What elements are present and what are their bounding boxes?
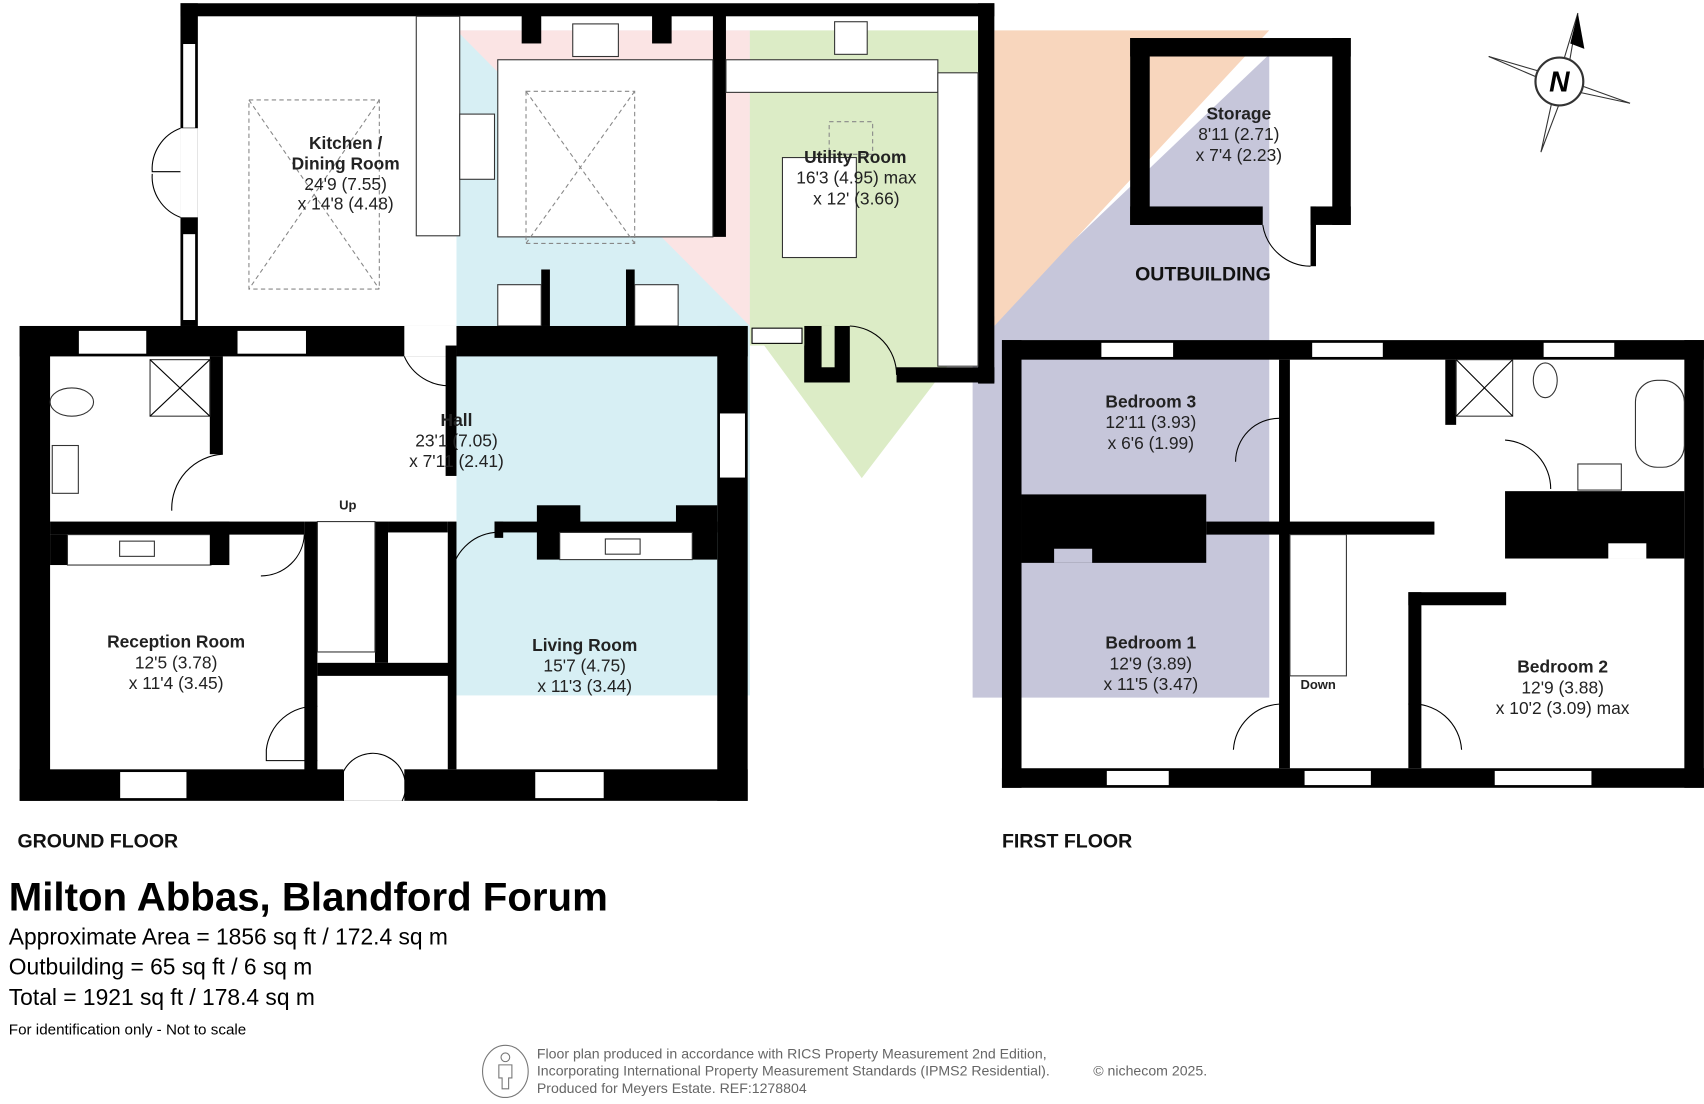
living-name: Living Room bbox=[532, 635, 637, 655]
reception-dim-2: x 11'4 (3.45) bbox=[129, 673, 224, 693]
disclaimer: For identification only - Not to scale bbox=[9, 1021, 246, 1038]
footer-line-1: Floor plan produced in accordance with R… bbox=[537, 1045, 1047, 1061]
storage-name: Storage bbox=[1206, 104, 1271, 124]
compass-north-label: N bbox=[1549, 65, 1570, 97]
kitchen-dim: 24'9 (7.55) bbox=[304, 174, 387, 194]
copyright: © nichecom 2025. bbox=[1093, 1063, 1207, 1079]
outbuilding-walls bbox=[1130, 38, 1351, 267]
living-dim-2: x 11'3 (3.44) bbox=[537, 676, 632, 696]
first-floor-label: FIRST FLOOR bbox=[1002, 831, 1132, 853]
approx-area: Approximate Area = 1856 sq ft / 172.4 sq… bbox=[9, 923, 448, 949]
bedroom2-dim-2: x 10'2 (3.09) max bbox=[1496, 698, 1630, 718]
kitchen-name-2: Dining Room bbox=[292, 154, 400, 174]
utility-dim-2: x 12' (3.66) bbox=[813, 188, 899, 208]
footer-line-2: Incorporating International Property Mea… bbox=[537, 1063, 1050, 1079]
living-dim: 15'7 (4.75) bbox=[543, 656, 626, 676]
hall-name: Hall bbox=[441, 410, 473, 430]
ground-floor-label: GROUND FLOOR bbox=[17, 831, 178, 853]
bedroom1-dim-2: x 11'5 (3.47) bbox=[1103, 674, 1198, 694]
bedroom3-dim-2: x 6'6 (1.99) bbox=[1108, 433, 1194, 453]
outbuilding-area: Outbuilding = 65 sq ft / 6 sq m bbox=[9, 954, 313, 980]
compass-icon: N bbox=[1488, 12, 1631, 153]
bedroom3-name: Bedroom 3 bbox=[1105, 391, 1196, 411]
utility-dim: 16'3 (4.95) max bbox=[796, 168, 916, 188]
property-title: Milton Abbas, Blandford Forum bbox=[9, 875, 608, 920]
bedroom2-dim: 12'9 (3.88) bbox=[1521, 677, 1604, 697]
storage-dim: 8'11 (2.71) bbox=[1198, 124, 1279, 144]
kitchen-dim-2: x 14'8 (4.48) bbox=[298, 194, 394, 214]
storage-dim-2: x 7'4 (2.23) bbox=[1196, 145, 1282, 165]
footer-line-3: Produced for Meyers Estate. REF:1278804 bbox=[537, 1080, 807, 1096]
reception-name: Reception Room bbox=[107, 632, 245, 652]
hall-dim: 23'1 (7.05) bbox=[415, 431, 498, 451]
total-area: Total = 1921 sq ft / 178.4 sq m bbox=[9, 984, 315, 1010]
bedroom1-name: Bedroom 1 bbox=[1105, 633, 1196, 653]
stairs-down-label: Down bbox=[1300, 677, 1335, 692]
hall-dim-2: x 7'11 (2.41) bbox=[409, 451, 504, 471]
room-labels: Kitchen / Dining Room 24'9 (7.55) x 14'8… bbox=[107, 104, 1630, 718]
kitchen-name: Kitchen / bbox=[309, 133, 383, 153]
outbuilding-label: OUTBUILDING bbox=[1135, 263, 1271, 285]
utility-name: Utility Room bbox=[804, 147, 906, 167]
bedroom2-name: Bedroom 2 bbox=[1517, 657, 1608, 677]
reception-dim: 12'5 (3.78) bbox=[135, 652, 218, 672]
first-floor-walls bbox=[1001, 340, 1704, 788]
stairs-up-label: Up bbox=[339, 498, 356, 513]
bedroom3-dim: 12'11 (3.93) bbox=[1105, 412, 1196, 432]
person-icon bbox=[482, 1044, 529, 1099]
bedroom1-dim: 12'9 (3.89) bbox=[1110, 653, 1193, 673]
ground-floor-walls bbox=[19, 3, 995, 802]
